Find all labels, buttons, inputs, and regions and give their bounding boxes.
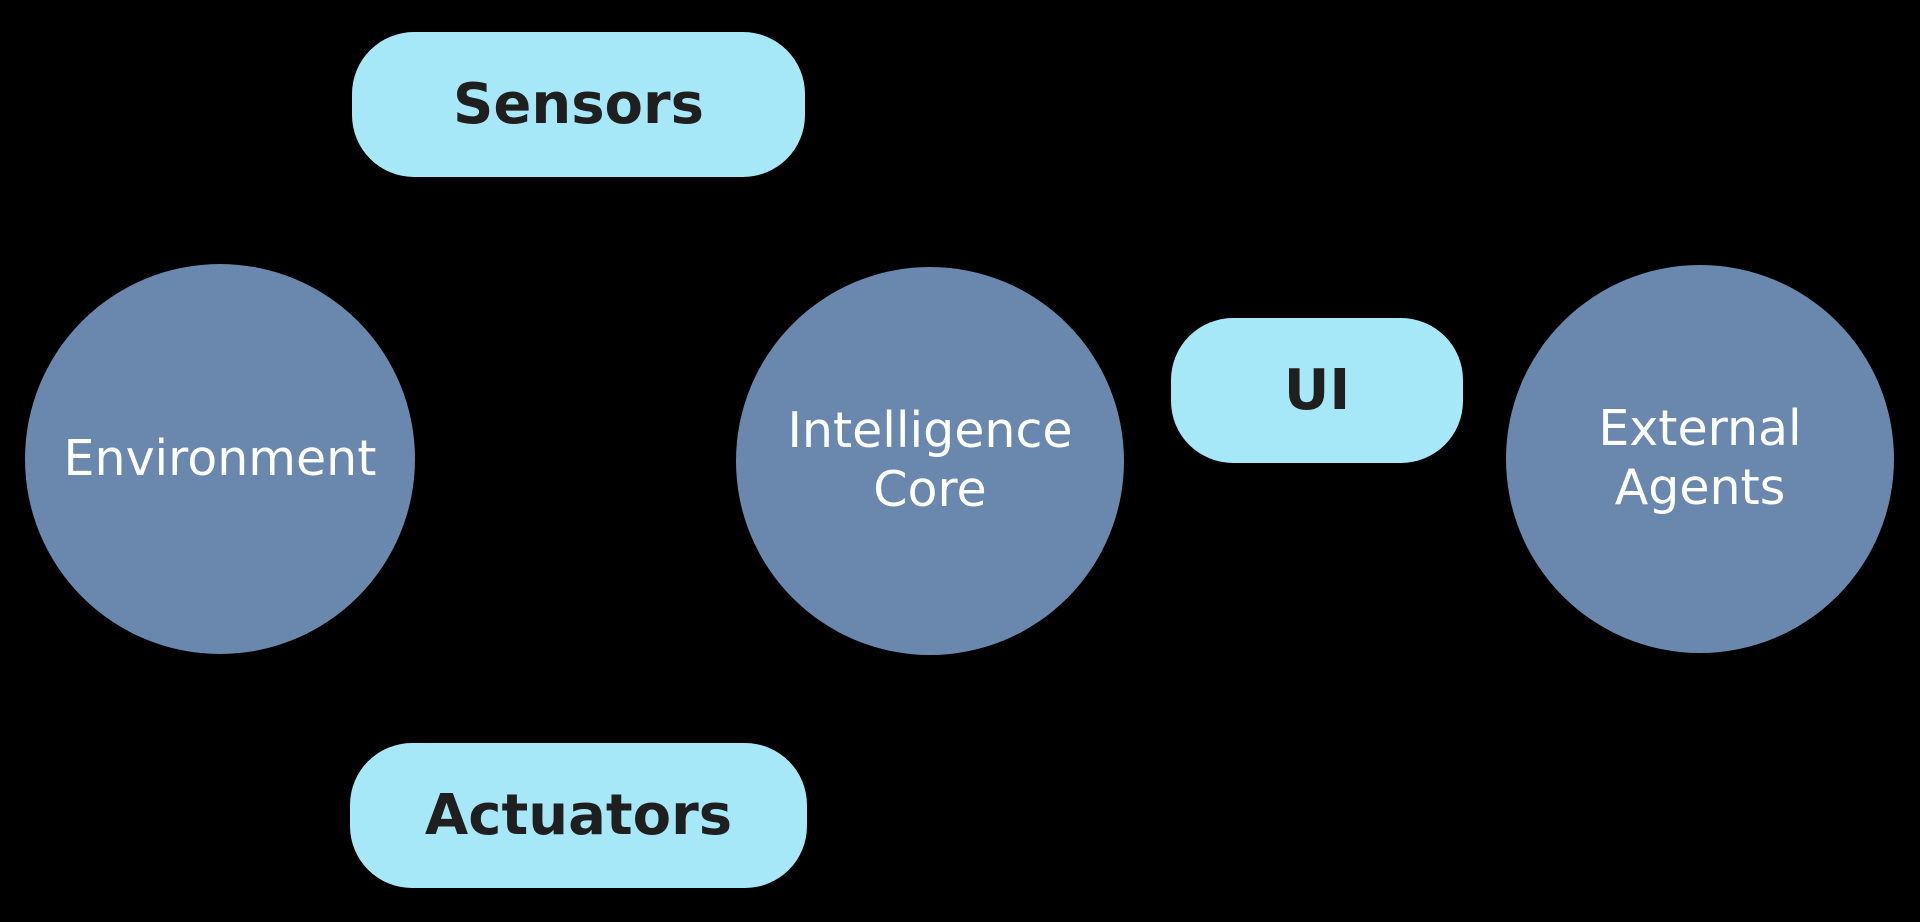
environment-node: Environment bbox=[25, 264, 415, 654]
sensors-pill: Sensors bbox=[352, 32, 805, 177]
sensors-pill-label: Sensors bbox=[453, 71, 704, 137]
external-agents-node-label: External Agents bbox=[1598, 400, 1802, 516]
ui-pill-label: UI bbox=[1283, 357, 1351, 423]
actuators-pill: Actuators bbox=[350, 743, 807, 888]
external-agents-node: External Agents bbox=[1506, 265, 1894, 653]
intelligence-core-node: Intelligence Core bbox=[736, 267, 1124, 655]
ui-pill: UI bbox=[1171, 318, 1463, 463]
actuators-pill-label: Actuators bbox=[424, 782, 733, 848]
environment-node-label: Environment bbox=[63, 429, 377, 487]
intelligence-core-node-label: Intelligence Core bbox=[787, 402, 1073, 518]
